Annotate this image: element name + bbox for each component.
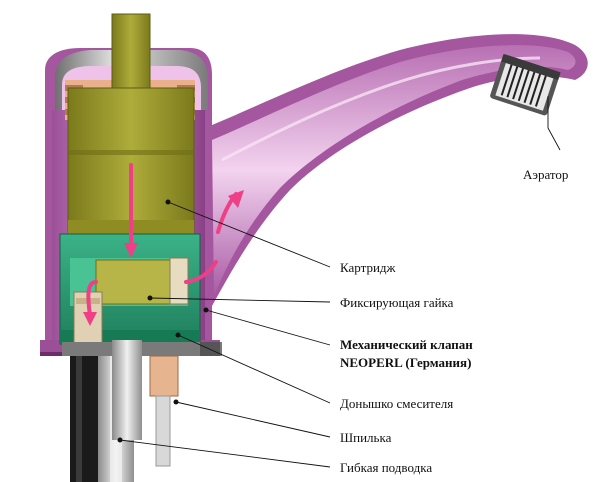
label-aerator: Аэратор — [523, 167, 568, 182]
label-mixer-bottom: Донышко смесителя — [340, 396, 453, 411]
fixing-nut — [95, 257, 189, 305]
label-stud: Шпилька — [340, 430, 392, 445]
label-fixing-nut: Фиксирующая гайка — [340, 295, 454, 310]
aerator — [490, 53, 561, 116]
label-mechanical-valve-line2: NEOPERL (Германия) — [340, 355, 471, 370]
cartridge-stem — [111, 13, 151, 95]
label-flexible-hose: Гибкая подводка — [340, 460, 432, 475]
spout — [205, 34, 588, 307]
supply-fitting — [112, 340, 142, 440]
label-mechanical-valve-line1: Механический клапан — [340, 337, 473, 352]
leader-lines — [117, 96, 561, 468]
stud — [149, 355, 179, 467]
label-cartridge: Картридж — [340, 260, 397, 275]
flow-arrowheads — [83, 190, 244, 326]
